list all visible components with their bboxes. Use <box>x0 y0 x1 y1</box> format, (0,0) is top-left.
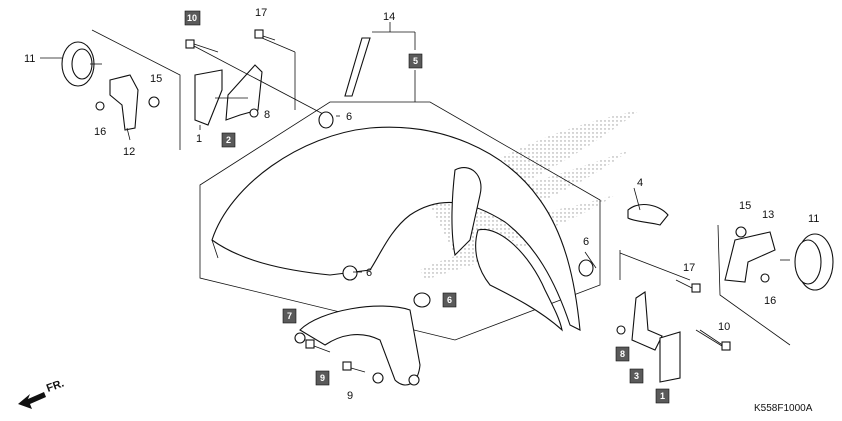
left-reflector <box>61 41 102 87</box>
left-bracket <box>109 74 139 131</box>
callout-1: 1 <box>196 133 202 145</box>
boxed-callout-7: 7 <box>282 308 297 324</box>
callout-12: 12 <box>123 146 135 158</box>
boxed-callout-5: 5 <box>408 53 423 69</box>
callout-15: 15 <box>150 73 162 85</box>
grommet <box>318 111 334 129</box>
callout-8: 8 <box>264 109 270 121</box>
callout-6: 6 <box>346 111 352 123</box>
right-bracket <box>724 231 776 283</box>
direction-label: FR. <box>45 377 66 394</box>
front-fender <box>211 126 581 332</box>
boxed-callout-8: 8 <box>615 346 630 362</box>
svg-text:9: 9 <box>320 373 325 383</box>
callout-11: 11 <box>808 213 819 225</box>
callout-9: 9 <box>347 390 353 402</box>
boxed-callout-3: 3 <box>629 368 644 384</box>
callout-13: 13 <box>762 209 774 221</box>
svg-text:5: 5 <box>413 56 418 66</box>
right-reflector <box>780 233 834 291</box>
callout-6: 6 <box>366 267 372 279</box>
callout-14: 14 <box>383 11 395 23</box>
callout-16: 16 <box>94 126 106 138</box>
boxed-callout-2: 2 <box>221 132 236 148</box>
bolt <box>695 329 731 351</box>
bolt <box>254 29 276 41</box>
bolt <box>342 361 366 373</box>
callout-6: 6 <box>583 236 589 248</box>
callout-4: 4 <box>637 177 643 189</box>
callout-10: 10 <box>718 321 730 333</box>
upper-bracket-2 <box>225 64 263 121</box>
clip-4 <box>627 204 669 226</box>
nut <box>760 273 770 283</box>
callout-17: 17 <box>683 262 695 274</box>
side-bracket-8 <box>631 291 663 351</box>
callout-17: 17 <box>255 7 267 19</box>
reflector-strip <box>344 37 371 97</box>
bolt <box>675 279 701 293</box>
boxed-callout-1: 1 <box>655 388 670 404</box>
boxed-callout-9: 9 <box>315 370 330 386</box>
callout-16: 16 <box>764 295 776 307</box>
nut <box>616 325 626 335</box>
svg-text:3: 3 <box>634 371 639 381</box>
grommet <box>342 265 358 281</box>
upper-bracket-1 <box>194 69 223 126</box>
svg-text:8: 8 <box>620 349 625 359</box>
boxed-callout-10: 10 <box>184 10 201 26</box>
nut <box>735 226 747 238</box>
svg-text:1: 1 <box>660 391 665 401</box>
front-direction-arrow: FR. <box>18 377 66 409</box>
diagram-code: K558F1000A <box>754 403 813 414</box>
callout-11: 11 <box>24 53 35 65</box>
svg-text:10: 10 <box>187 13 197 23</box>
grommet <box>578 259 594 277</box>
svg-text:7: 7 <box>287 311 292 321</box>
assembly-frame <box>199 101 601 341</box>
grommet <box>413 292 431 308</box>
reflector-3 <box>659 331 681 383</box>
boxed-callout-6: 6 <box>442 292 457 308</box>
svg-text:6: 6 <box>447 295 452 305</box>
callout-15: 15 <box>739 200 751 212</box>
bolt <box>185 39 219 53</box>
bolt <box>305 339 331 353</box>
svg-text:2: 2 <box>226 135 231 145</box>
